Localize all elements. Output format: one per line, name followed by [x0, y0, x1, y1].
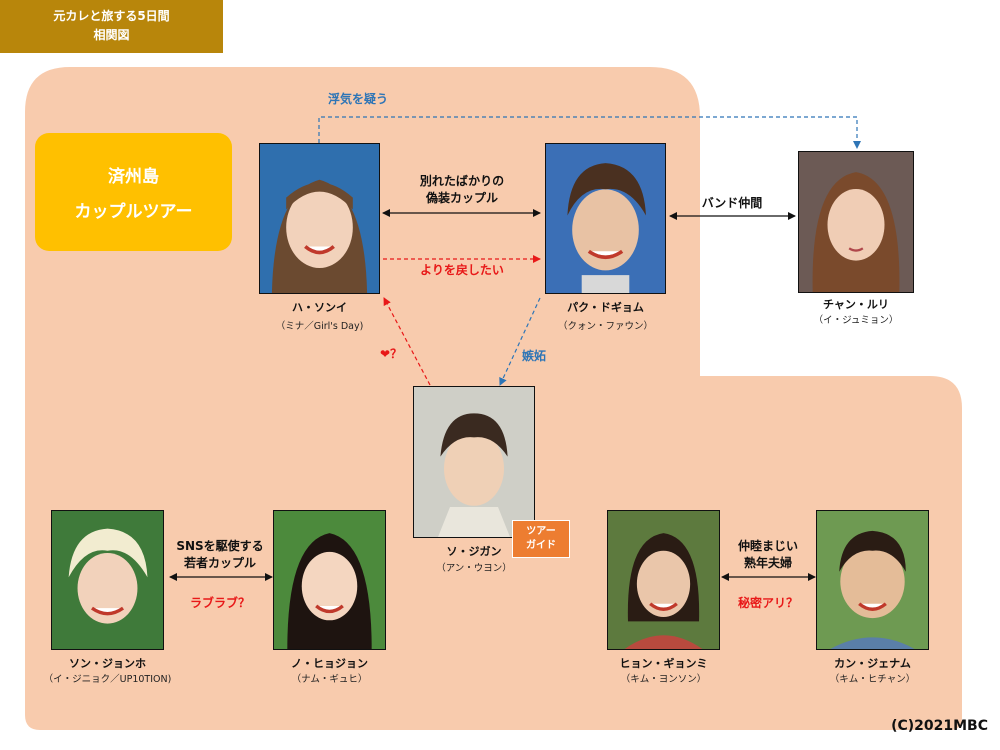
name-hyon-gyongmi: ヒョン・ギョンミ — [619, 657, 708, 670]
name-park-dogyeom: パク・ドギョム — [567, 301, 644, 314]
actor-park-dogyeom: （クォン・ファウン） — [557, 321, 653, 332]
label-sns-couple: SNSを駆使する 若者カップル — [160, 538, 280, 572]
tour-line2: カップルツアー — [74, 202, 193, 222]
actor-son-jongho: （イ・ジニョク／UP10TION) — [43, 674, 172, 685]
photo-son-jongho — [51, 510, 164, 650]
photo-no-hyojong — [273, 510, 386, 650]
actor-chan-ruri: （イ・ジュミョン） — [813, 315, 899, 326]
tour-guide-badge: ツアー ガイド — [512, 520, 570, 558]
label-fake-line2: 偽装カップル — [425, 191, 498, 205]
label-secret: 秘密アリ？ — [737, 596, 798, 610]
actor-ha-soni: （ミナ／Girl's Day) — [275, 321, 364, 332]
title-line1: 元カレと旅する5日間 — [53, 9, 170, 23]
photo-so-jigan — [413, 386, 535, 538]
tour-line1: 済州島 — [108, 167, 159, 187]
photo-hyon-gyongmi — [607, 510, 720, 650]
label-fake-line1: 別れたばかりの — [419, 174, 505, 188]
actor-no-hyojong: （ナム・ギュヒ） — [291, 674, 368, 685]
actor-so-jigan: （アン・ウヨン） — [436, 563, 512, 574]
label-heart: ❤？ — [379, 347, 403, 361]
label-old-couple: 仲睦まじい 熟年夫婦 — [718, 538, 818, 572]
name-son-jongho: ソン・ジョンホ — [69, 657, 146, 670]
tour-label-box: 済州島 カップルツアー — [35, 133, 232, 251]
label-band: バンド仲間 — [701, 196, 763, 210]
name-ha-soni: ハ・ソンイ — [292, 301, 347, 314]
label-jealousy: 嫉妬 — [521, 349, 546, 363]
name-kan-jenam: カン・ジェナム — [834, 657, 911, 670]
actor-hyon-gyongmi: （キム・ヨンソン） — [620, 674, 707, 685]
label-sns-line2: 若者カップル — [183, 556, 256, 570]
actor-kan-jenam: （キム・ヒチャン） — [829, 674, 916, 685]
name-no-hyojong: ノ・ヒョジョン — [291, 657, 368, 670]
name-so-jigan: ソ・ジガン — [446, 545, 502, 558]
photo-kan-jenam — [816, 510, 929, 650]
label-lovelove: ラブラブ？ — [189, 596, 250, 610]
label-fake-couple: 別れたばかりの 偽装カップル — [392, 173, 532, 207]
title-line2: 相関図 — [93, 28, 130, 42]
label-old-line2: 熟年夫婦 — [743, 556, 792, 570]
name-chan-ruri: チャン・ルリ — [823, 298, 889, 311]
label-uwaki: 浮気を疑う — [327, 92, 388, 106]
badge-line1: ツアー — [526, 526, 556, 537]
label-old-line1: 仲睦まじい — [737, 539, 798, 553]
label-yori: よりを戻したい — [420, 263, 504, 277]
diagram-title: 元カレと旅する5日間 相関図 — [0, 0, 223, 53]
label-sns-line1: SNSを駆使する — [176, 539, 264, 553]
photo-park-dogyeom — [545, 143, 666, 294]
badge-line2: ガイド — [526, 540, 556, 551]
copyright: (C)2021MBC — [891, 718, 988, 734]
photo-ha-soni — [259, 143, 380, 294]
photo-chan-ruri — [798, 151, 914, 293]
